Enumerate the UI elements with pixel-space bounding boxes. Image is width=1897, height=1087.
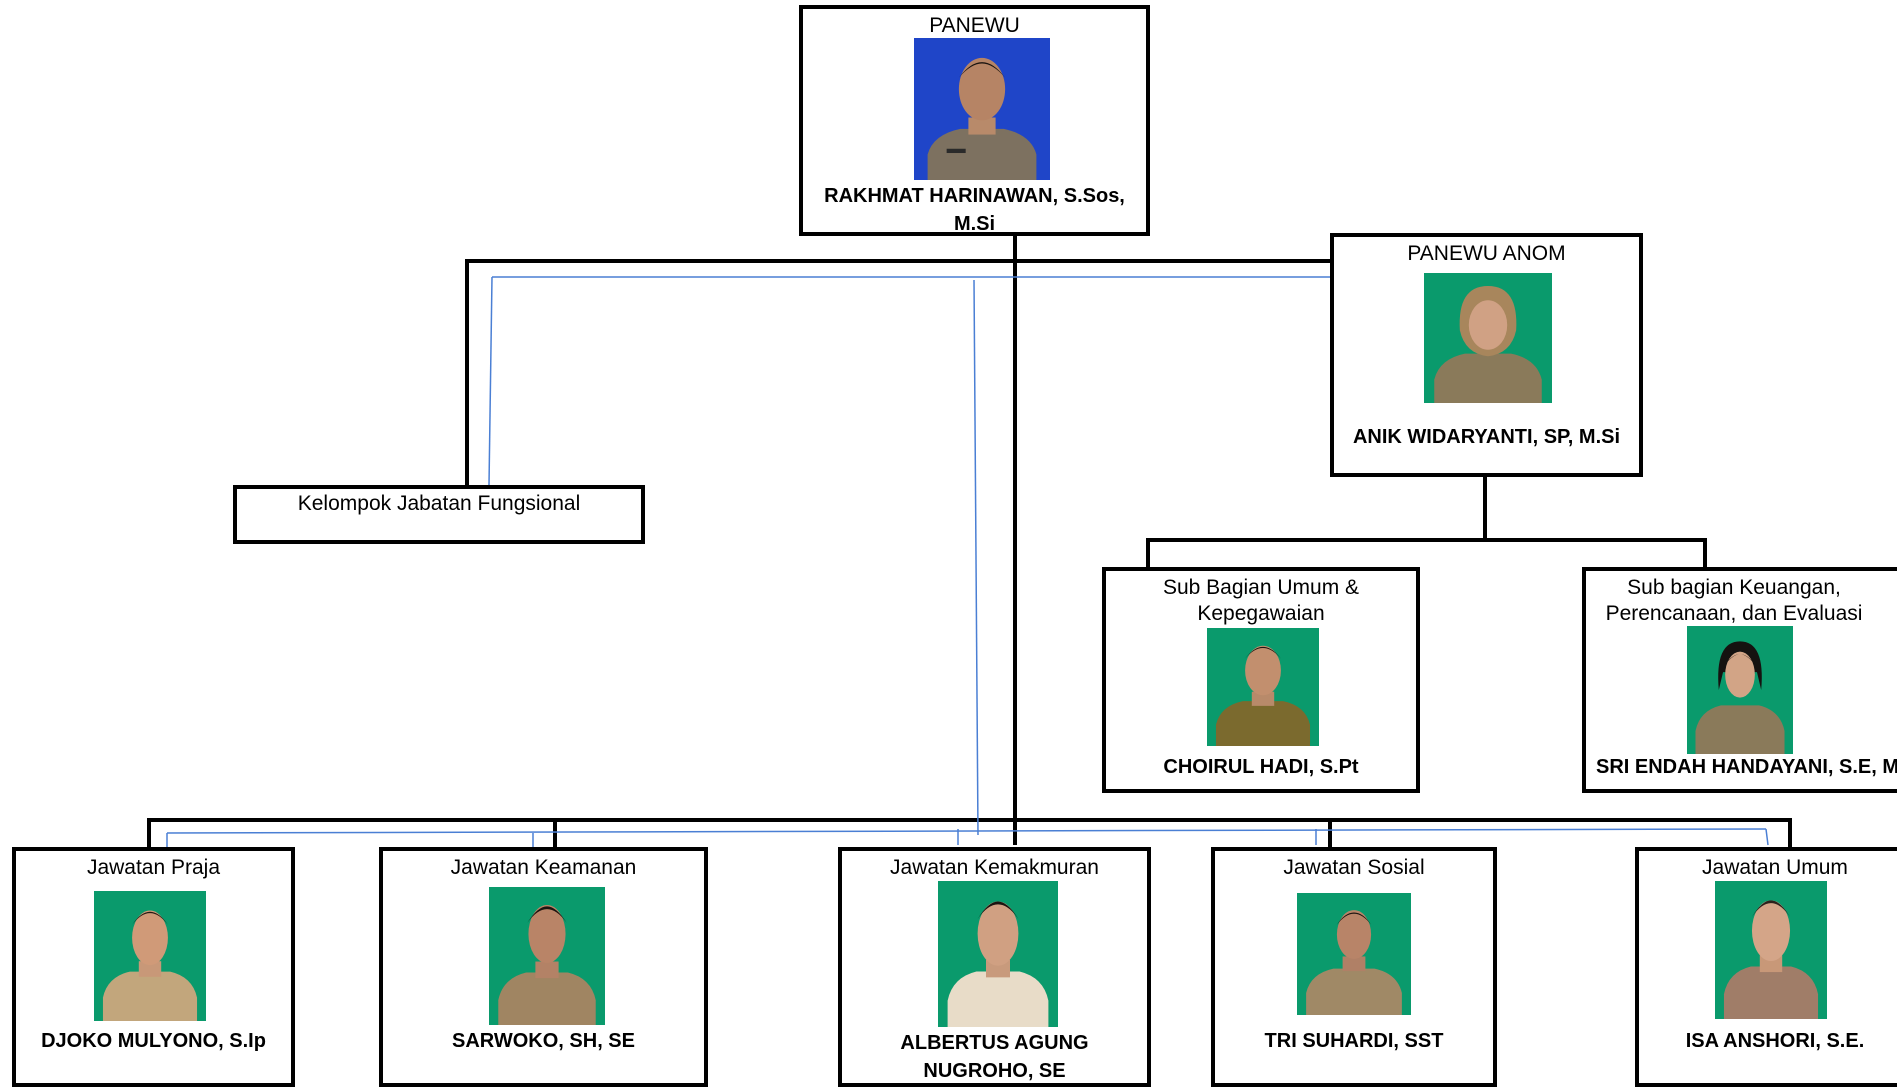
portrait-photo: [1207, 628, 1319, 746]
node-title: Jawatan Keamanan: [450, 856, 637, 879]
node-title: Jawatan Praja: [86, 856, 221, 879]
node-name: SARWOKO, SH, SE: [452, 1030, 635, 1052]
portrait-photo: [938, 881, 1058, 1027]
node-jawatan-kemakmuran: Jawatan Kemakmuran ALBERTUS AGUNG NUGROH…: [838, 847, 1151, 1087]
node-title: Sub Bagian Umum & Kepegawaian: [1162, 576, 1360, 625]
blue-connector-fungsional: [488, 276, 493, 486]
portrait-photo: [489, 887, 605, 1025]
portrait-photo: [1715, 881, 1827, 1019]
node-title: Sub bagian Keuangan, Perencanaan, dan Ev…: [1605, 576, 1863, 625]
node-name: ISA ANSHORI, S.E.: [1685, 1030, 1865, 1052]
portrait-photo: [1687, 626, 1793, 754]
node-name: ANIK WIDARYANTI, SP, M.Si: [1352, 426, 1621, 448]
node-name: ALBERTUS AGUNG NUGROHO, SE: [900, 1032, 1089, 1082]
node-name: TRI SUHARDI, SST: [1264, 1030, 1444, 1052]
node-name: CHOIRUL HADI, S.Pt: [1163, 756, 1359, 778]
node-jawatan-keamanan: Jawatan Keamanan SARWOKO, SH, SE: [379, 847, 708, 1087]
portrait-photo: [94, 891, 206, 1021]
node-name: SRI ENDAH HANDAYANI, S.E, MM: [1596, 756, 1897, 778]
blue-connector-center: [973, 279, 979, 836]
blue-tick-umum: [1765, 828, 1769, 846]
portrait-photo: [1297, 893, 1411, 1015]
portrait-photo: [1424, 273, 1552, 403]
node-title: Jawatan Sosial: [1283, 856, 1425, 879]
node-name: DJOKO MULYONO, S.Ip: [41, 1030, 266, 1052]
node-jawatan-umum: Jawatan Umum ISA ANSHORI, S.E.: [1635, 847, 1897, 1087]
node-sub-bagian-umum: Sub Bagian Umum & Kepegawaian CHOIRUL HA…: [1102, 567, 1420, 793]
node-title: Kelompok Jabatan Fungsional: [297, 492, 581, 515]
node-panewu: PANEWU RAKHMAT HARINAWAN, S.Sos, M.Si: [799, 5, 1150, 236]
node-jawatan-sosial: Jawatan Sosial TRI SUHARDI, SST: [1211, 847, 1497, 1087]
node-jawatan-praja: Jawatan Praja DJOKO MULYONO, S.Ip: [12, 847, 295, 1087]
node-title: Jawatan Kemakmuran: [890, 856, 1099, 879]
blue-connector-bottom: [166, 828, 1767, 834]
node-title: PANEWU: [929, 14, 1020, 37]
node-sub-bagian-keuangan: Sub bagian Keuangan, Perencanaan, dan Ev…: [1582, 567, 1897, 793]
portrait-photo: [914, 38, 1050, 180]
node-kelompok-jabatan-fungsional: Kelompok Jabatan Fungsional: [233, 485, 645, 544]
node-name: RAKHMAT HARINAWAN, S.Sos, M.Si: [824, 185, 1125, 235]
node-panewu-anom: PANEWU ANOM ANIK WIDARYANTI, SP, M.Si: [1330, 233, 1643, 477]
node-title: PANEWU ANOM: [1407, 242, 1566, 265]
node-title: Jawatan Umum: [1702, 856, 1848, 879]
